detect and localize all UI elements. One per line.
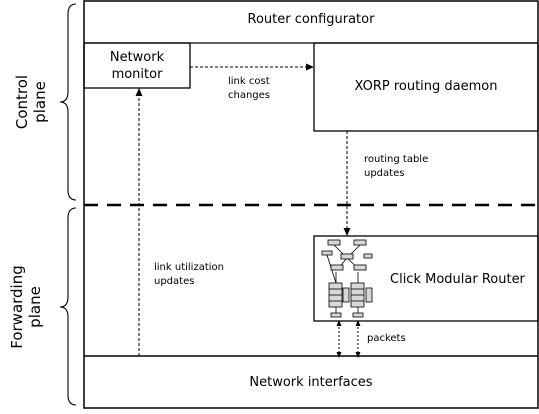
link-utilization-label-line2: updates [154, 276, 195, 287]
routing-table-label-line1: routing table [364, 154, 429, 165]
link-cost-label: link cost changes [228, 75, 270, 103]
router-configurator-label: Router configurator [247, 12, 375, 27]
control-plane-label-line2: plane [31, 81, 49, 123]
link-cost-label-line2: changes [228, 90, 271, 101]
control-plane-brace [59, 3, 77, 201]
control-plane-label-line1: Control [13, 74, 31, 130]
link-utilization-label-line1: link utilization [154, 262, 224, 273]
xorp-label: XORP routing daemon [354, 79, 498, 94]
control-plane-label: Control plane [13, 62, 49, 142]
routing-table-label-line2: updates [364, 168, 405, 179]
forwarding-plane-label-line2: plane [26, 286, 44, 328]
click-box [313, 235, 539, 322]
network-monitor-label-line2: monitor [111, 67, 163, 82]
link-cost-label-line1: link cost [228, 76, 270, 87]
network-monitor-label-line1: Network [109, 50, 165, 65]
forwarding-plane-brace [59, 207, 77, 406]
click-label: Click Modular Router [390, 272, 525, 287]
forwarding-plane-label-line1: Forwarding [8, 265, 26, 349]
forwarding-plane-label: Forwarding plane [8, 257, 44, 357]
xorp-box [313, 42, 539, 132]
network-monitor-label: Network monitor [84, 49, 190, 83]
link-utilization-label: link utilization updates [154, 261, 224, 289]
packets-label: packets [367, 333, 406, 344]
click-element-graph-icon [321, 239, 373, 318]
network-interfaces-label: Network interfaces [249, 375, 373, 390]
routing-table-label: routing table updates [364, 153, 428, 181]
